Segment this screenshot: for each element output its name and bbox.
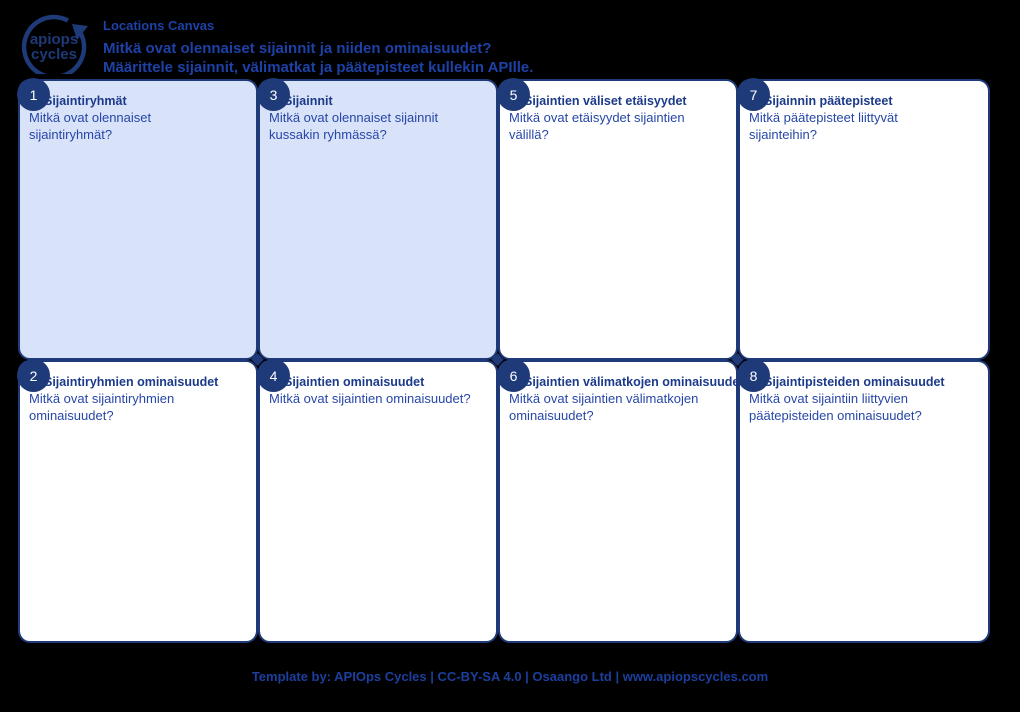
footer-credit: Template by: APIOps Cycles | CC-BY-SA 4.… xyxy=(251,669,769,684)
logo-circle-arrow-icon: apiops cycles xyxy=(21,14,88,80)
canvas-box-sijainnin-paatepisteet[interactable]: 7 Sijainnin päätepisteet Mitkä päätepist… xyxy=(737,78,990,360)
box-title: Sijaintiryhmät xyxy=(44,94,127,108)
canvas-box-sijaintien-valimatkojen-ominaisuudet[interactable]: 6 Sijaintien välimatkojen ominaisuudet M… xyxy=(497,359,744,643)
box-question: Mitkä päätepisteet liittyvät sijainteihi… xyxy=(749,110,898,142)
logo-text-apiops: apiops xyxy=(30,31,78,48)
box-number-badge: 8 xyxy=(737,359,770,392)
box-question: Mitkä ovat sijaintiin liittyvien päätepi… xyxy=(749,391,922,423)
box-number-badge: 6 xyxy=(497,359,530,392)
box-title: Sijainnin päätepisteet xyxy=(764,94,893,108)
canvas-box-sijainnit[interactable]: 3 Sijainnit Mitkä ovat olennaiset sijain… xyxy=(257,78,498,360)
box-number-badge: 5 xyxy=(497,78,530,111)
page-subtitle-question: Mitkä ovat olennaiset sijainnit ja niide… xyxy=(103,40,492,57)
box-title: Sijaintiryhmien ominaisuudet xyxy=(44,375,219,389)
canvas-box-sijaintiryhmat[interactable]: 1 Sijaintiryhmät Mitkä ovat olennaiset s… xyxy=(17,78,258,360)
box-number-badge: 7 xyxy=(737,78,770,111)
page-subtitle-instruction: Määrittele sijainnit, välimatkat ja päät… xyxy=(103,59,534,76)
box-number-badge: 4 xyxy=(257,359,290,392)
box-question: Mitkä ovat olennaiset sijainnit kussakin… xyxy=(269,110,439,142)
box-number-badge: 3 xyxy=(257,78,290,111)
box-title: Sijaintien ominaisuudet xyxy=(284,375,425,389)
box-question: Mitkä ovat sijaintien välimatkojen omina… xyxy=(509,391,699,423)
box-question: Mitkä ovat sijaintiryhmien ominaisuudet? xyxy=(29,391,175,423)
canvas-box-sijaintipisteiden-ominaisuudet[interactable]: 8 Sijaintipisteiden ominaisuudet Mitkä o… xyxy=(737,359,990,643)
box-question: Mitkä ovat sijaintien ominaisuudet? xyxy=(269,391,471,406)
box-title: Sijaintien väliset etäisyydet xyxy=(524,94,687,108)
box-title: Sijaintipisteiden ominaisuudet xyxy=(764,375,945,389)
canvas-box-sijaintien-ominaisuudet[interactable]: 4 Sijaintien ominaisuudet Mitkä ovat sij… xyxy=(257,359,498,643)
box-number-badge: 1 xyxy=(17,78,50,111)
apiops-cycles-logo: apiops cycles xyxy=(8,6,104,80)
logo-text-cycles: cycles xyxy=(31,46,77,63)
canvas-box-sijaintiryhmien-ominaisuudet[interactable]: 2 Sijaintiryhmien ominaisuudet Mitkä ova… xyxy=(17,359,258,643)
canvas-box-sijaintien-valiset-etaisyydet[interactable]: 5 Sijaintien väliset etäisyydet Mitkä ov… xyxy=(497,78,738,360)
box-number-badge: 2 xyxy=(17,359,50,392)
header: Locations Canvas Mitkä ovat olennaiset s… xyxy=(103,18,803,77)
box-question: Mitkä ovat etäisyydet sijaintien välillä… xyxy=(509,110,685,142)
box-title: Sijainnit xyxy=(284,94,333,108)
page-title: Locations Canvas xyxy=(103,18,215,33)
box-title: Sijaintien välimatkojen ominaisuudet xyxy=(524,375,744,389)
box-question: Mitkä ovat olennaiset sijaintiryhmät? xyxy=(29,110,152,142)
